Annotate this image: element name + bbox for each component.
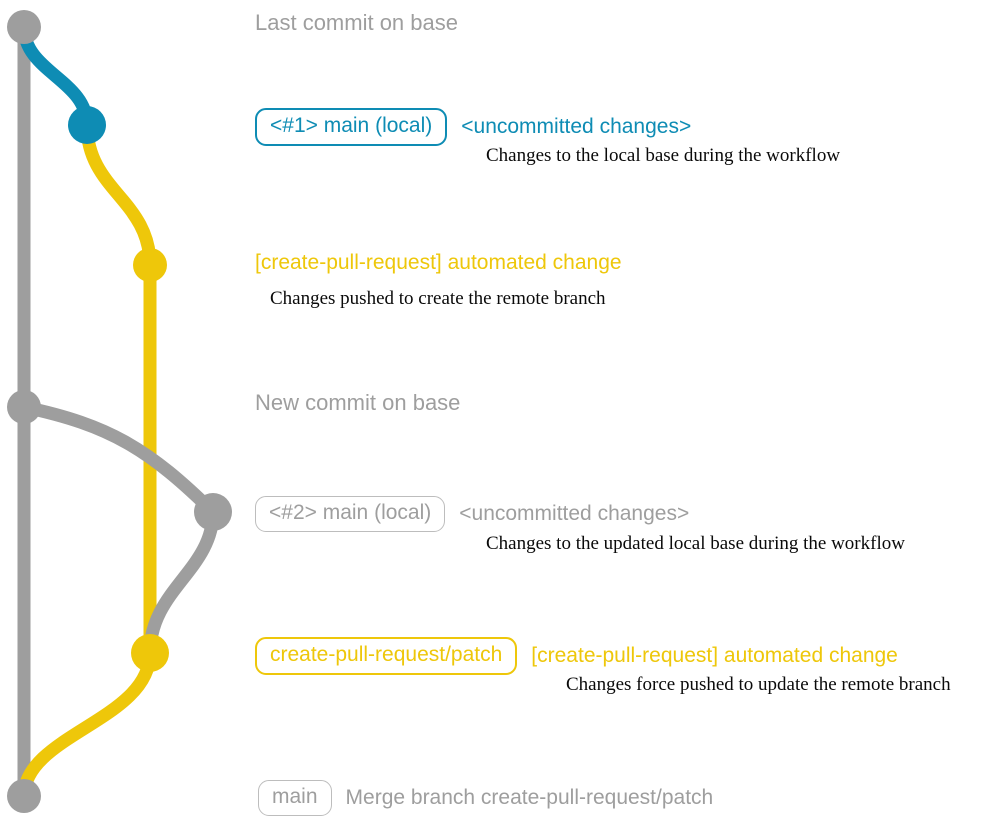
edge-local1-to-remote1 — [80, 118, 157, 272]
note-remote-push-2: Changes force pushed to update the remot… — [566, 674, 951, 695]
commit-subject-automated-change-2: [create-pull-request] automated change — [531, 644, 898, 667]
edge-base-to-local2 — [17, 400, 220, 519]
branch-pill-create-pull-request-patch[interactable]: create-pull-request/patch — [255, 637, 518, 675]
row-remote-push-1: [create-pull-request] automated change — [255, 251, 622, 275]
commit-subject-merge-branch: Merge branch create-pull-request/patch — [345, 786, 714, 809]
commit-node-local-2 — [194, 493, 232, 531]
row-last-commit-on-base: Last commit on base — [255, 10, 458, 36]
row-merge[interactable]: main Merge branch create-pull-request/pa… — [258, 780, 713, 816]
commit-node-base-new — [7, 390, 41, 424]
commit-node-base-head — [7, 10, 41, 44]
edge-local2-to-remote2 — [143, 505, 220, 660]
commit-node-local-1 — [68, 106, 106, 144]
commit-graph — [7, 10, 232, 813]
commit-node-remote-2 — [131, 634, 169, 672]
commit-subject-automated-change-1: [create-pull-request] automated change — [255, 251, 622, 274]
row-remote-push-2[interactable]: create-pull-request/patch [create-pull-r… — [255, 637, 898, 675]
row-new-commit-on-base: New commit on base — [255, 390, 461, 416]
note-local-change-2: Changes to the updated local base during… — [486, 533, 905, 554]
branch-pill-main-local-2[interactable]: <#2> main (local) — [255, 496, 446, 532]
row-local-change-1[interactable]: <#1> main (local) <uncommitted changes> — [255, 108, 691, 146]
commit-subject-uncommitted-changes-1: <uncommitted changes> — [461, 115, 692, 138]
note-remote-push-1: Changes pushed to create the remote bran… — [270, 288, 606, 309]
commit-node-merge — [7, 779, 41, 813]
label-new-commit-on-base: New commit on base — [255, 390, 461, 415]
edge-remote2-to-merge — [17, 646, 157, 803]
commit-subject-uncommitted-changes-2: <uncommitted changes> — [459, 502, 690, 525]
note-local-change-1: Changes to the local base during the wor… — [486, 145, 841, 166]
commit-node-remote-1 — [133, 248, 167, 282]
label-last-commit-on-base: Last commit on base — [255, 10, 458, 35]
branch-pill-main[interactable]: main — [258, 780, 332, 816]
row-local-change-2[interactable]: <#2> main (local) <uncommitted changes> — [255, 496, 689, 532]
branch-pill-main-local-1[interactable]: <#1> main (local) — [255, 108, 448, 146]
